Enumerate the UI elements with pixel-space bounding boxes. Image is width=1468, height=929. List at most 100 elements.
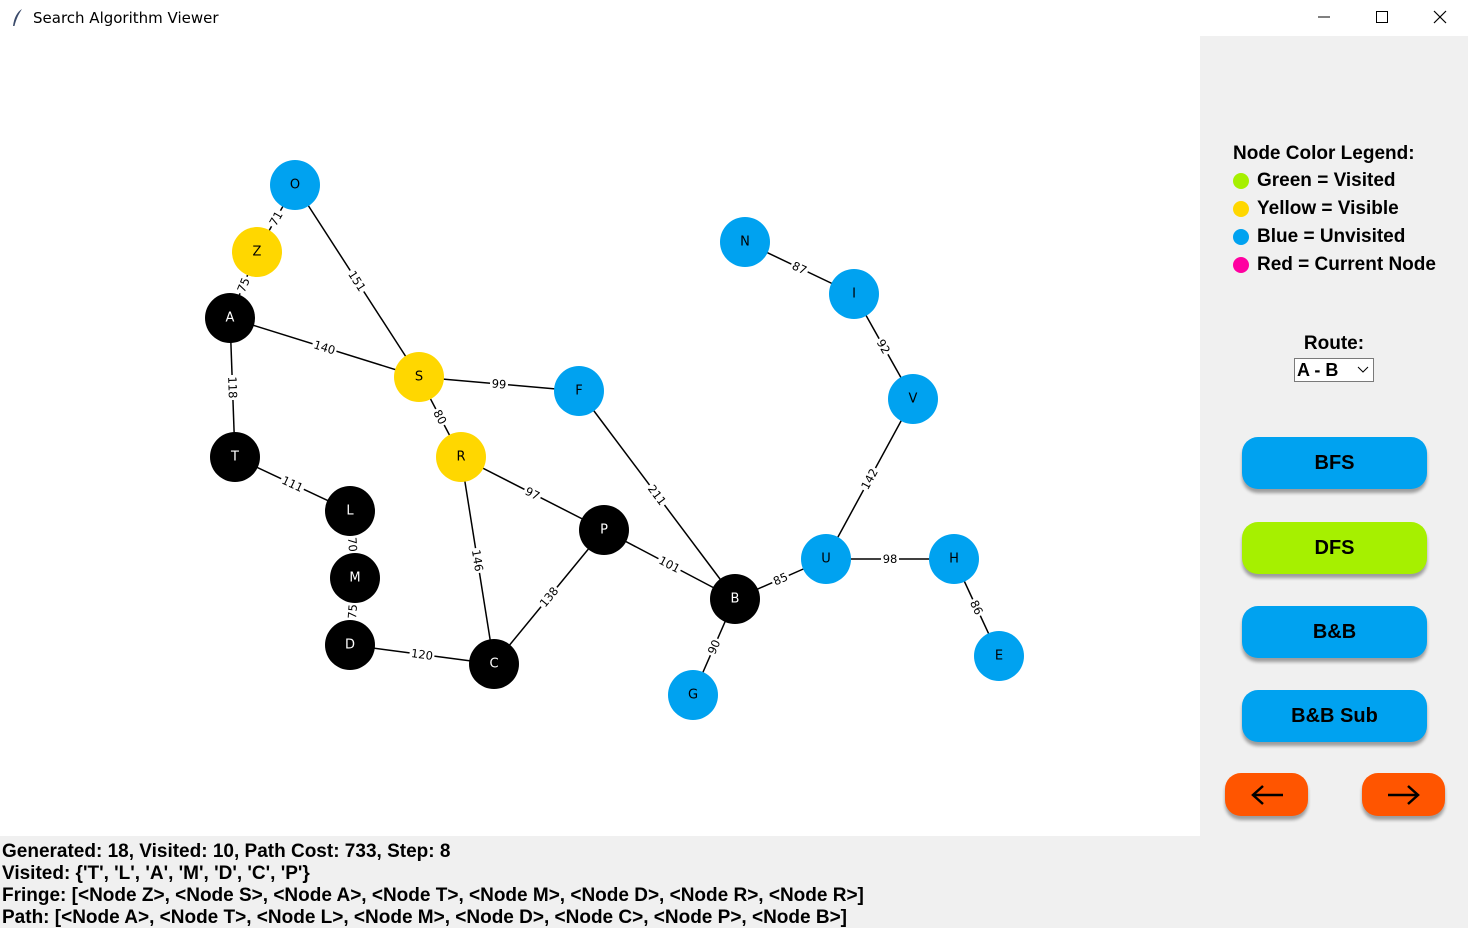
svg-text:I: I [852, 287, 856, 302]
svg-text:80: 80 [430, 407, 449, 426]
graph-node-R: R [436, 432, 486, 482]
edge-weight-A-S: 140 [310, 337, 339, 358]
window-title: Search Algorithm Viewer [33, 9, 219, 27]
svg-text:70: 70 [345, 537, 360, 553]
legend-title: Node Color Legend: [1233, 143, 1415, 164]
next-step-button[interactable] [1362, 773, 1445, 816]
svg-text:F: F [575, 384, 582, 399]
edge-weight-U-V: 142 [857, 464, 882, 494]
close-button[interactable] [1411, 0, 1468, 34]
svg-text:86: 86 [967, 598, 986, 617]
bnb-sub-button[interactable]: B&B Sub [1242, 690, 1427, 742]
red-dot-icon [1233, 257, 1249, 273]
svg-text:T: T [230, 450, 239, 465]
svg-text:H: H [949, 552, 959, 567]
svg-text:92: 92 [874, 337, 893, 357]
edge-weight-F-B: 211 [643, 480, 671, 510]
graph-node-L: L [325, 486, 375, 536]
maximize-icon [1376, 11, 1388, 23]
graph-node-A: A [205, 293, 255, 343]
legend-label: Red = Current Node [1257, 254, 1436, 275]
svg-text:99: 99 [491, 376, 507, 391]
svg-text:V: V [909, 392, 918, 407]
svg-text:120: 120 [410, 646, 434, 663]
edge-weight-Z-A: 75 [233, 274, 254, 296]
yellow-dot-icon [1233, 201, 1249, 217]
route-selected-value: A - B [1297, 359, 1339, 380]
graph-node-C: C [469, 639, 519, 689]
svg-text:N: N [740, 235, 750, 250]
graph-node-H: H [929, 534, 979, 584]
svg-text:140: 140 [312, 338, 337, 358]
status-summary: Generated: 18, Visited: 10, Path Cost: 7… [2, 841, 451, 862]
status-fringe: Fringe: [<Node Z>, <Node S>, <Node A>, <… [2, 885, 864, 906]
status-panel: Generated: 18, Visited: 10, Path Cost: 7… [0, 836, 1200, 928]
feather-icon [13, 9, 22, 26]
edge-weight-O-Z: 71 [265, 207, 287, 230]
graph-node-O: O [270, 160, 320, 210]
edge-weight-H-E: 86 [966, 596, 987, 619]
edge-weight-P-C: 138 [535, 582, 563, 612]
edge-weight-U-H: 98 [881, 552, 899, 566]
legend-item-visible: Yellow = Visible [1233, 198, 1399, 220]
graph-node-B: B [710, 574, 760, 624]
edge-weight-V-I: 92 [872, 335, 895, 358]
legend-item-current: Red = Current Node [1233, 254, 1436, 276]
svg-text:G: G [688, 688, 698, 703]
svg-text:R: R [456, 450, 465, 465]
route-label: Route: [1303, 333, 1365, 354]
status-path: Path: [<Node A>, <Node T>, <Node L>, <No… [2, 907, 847, 928]
svg-text:75: 75 [234, 276, 253, 295]
legend-item-unvisited: Blue = Unvisited [1233, 226, 1405, 248]
svg-text:146: 146 [469, 549, 486, 573]
svg-text:D: D [345, 638, 355, 653]
previous-step-button[interactable] [1225, 773, 1308, 816]
edge-weight-R-C: 146 [468, 547, 487, 574]
arrow-left-icon [1250, 784, 1283, 805]
edge-weight-S-R: 80 [429, 405, 451, 429]
svg-text:B: B [731, 592, 740, 607]
graph-node-E: E [974, 631, 1024, 681]
edge-weight-B-U: 85 [769, 568, 792, 590]
dfs-button[interactable]: DFS [1242, 522, 1427, 574]
close-icon [1433, 10, 1447, 24]
svg-text:98: 98 [883, 552, 898, 566]
graph-node-I: I [829, 269, 879, 319]
edge-weight-P-B: 101 [655, 552, 684, 577]
graph-node-M: M [330, 553, 380, 603]
bfs-button[interactable]: BFS [1242, 437, 1427, 489]
route-select[interactable]: A - B [1294, 358, 1374, 382]
edge-weight-I-N: 87 [788, 257, 811, 279]
graph-node-D: D [325, 620, 375, 670]
edge-weight-M-D: 75 [344, 602, 361, 621]
svg-text:M: M [349, 571, 360, 586]
arrow-right-icon [1387, 784, 1420, 805]
graph-node-P: P [579, 505, 629, 555]
edge-weight-S-F: 99 [489, 376, 509, 392]
legend-item-visited: Green = Visited [1233, 170, 1396, 192]
blue-dot-icon [1233, 229, 1249, 245]
maximize-button[interactable] [1353, 0, 1411, 34]
svg-text:L: L [346, 504, 354, 519]
svg-text:S: S [415, 370, 423, 385]
control-panel: Node Color Legend: Green = Visited Yello… [1200, 36, 1468, 928]
graph-node-U: U [801, 534, 851, 584]
legend-label: Green = Visited [1257, 170, 1396, 191]
graph-node-S: S [394, 352, 444, 402]
svg-text:71: 71 [266, 209, 285, 229]
svg-text:A: A [226, 311, 235, 326]
svg-text:C: C [489, 657, 498, 672]
legend-label: Yellow = Visible [1257, 198, 1399, 219]
svg-text:75: 75 [345, 604, 360, 620]
svg-text:90: 90 [705, 637, 724, 656]
graph-node-V: V [888, 374, 938, 424]
edge-weight-L-M: 70 [344, 535, 361, 554]
graph-node-G: G [668, 670, 718, 720]
minimize-button[interactable] [1295, 0, 1353, 34]
svg-text:Z: Z [253, 245, 262, 260]
graph-node-T: T [210, 432, 260, 482]
edge-weight-A-T: 118 [225, 374, 240, 401]
bnb-button[interactable]: B&B [1242, 606, 1427, 658]
